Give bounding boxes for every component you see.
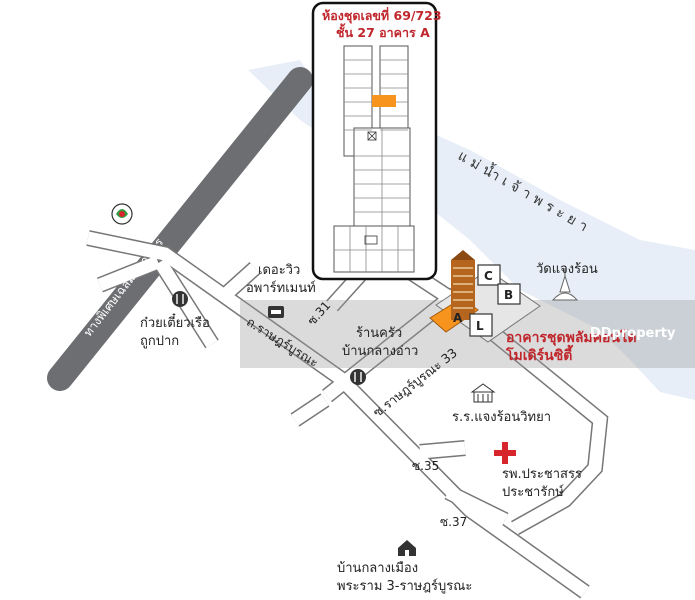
the-view-label-2: อพาร์ทเมนท์ <box>246 281 316 296</box>
condo-label-2: โมเดิร์นซิตี้ <box>506 348 573 364</box>
temple-icon <box>551 268 579 301</box>
hospital-label-2: ประชารักษ์ <box>502 485 564 500</box>
temple-label: วัดแจงร้อน <box>536 262 598 277</box>
building-l-label: L <box>476 319 484 333</box>
kitchen-label-2: บ้านกลางอ่าว <box>342 344 419 359</box>
village-label-1: บ้านกลางเมือง <box>337 561 419 576</box>
kitchen-label-1: ร้านครัว <box>356 326 403 341</box>
hospital-label-1: รพ.ประชาสรร <box>502 467 582 482</box>
floorplan-title-line2: ชั้น 27 อาคาร A <box>336 25 430 40</box>
building-a-label: A <box>453 311 463 325</box>
apartment-icon <box>268 306 284 318</box>
restaurant-icon-2 <box>350 369 366 385</box>
soi35-label: ซ.35 <box>412 459 440 473</box>
condo-buildings: C B L A <box>429 250 541 343</box>
school-icon <box>470 383 496 403</box>
highlight-unit-69-723 <box>372 95 396 107</box>
school-label: ร.ร.แจงร้อนวิทยา <box>452 410 552 425</box>
condo-label-1: อาคารชุดพลัมคอนโด <box>506 330 637 346</box>
gas-station-icon <box>111 203 133 225</box>
village-label-2: พระราม 3-ราษฎร์บูรณะ <box>337 579 473 594</box>
watermark-text: DDproperty <box>590 326 676 341</box>
building-c-label: C <box>484 269 493 283</box>
restaurant-icon <box>172 291 188 307</box>
floorplan-title-line1: ห้องชุดเลขที่ 69/723 <box>322 8 442 23</box>
home-icon <box>398 540 416 556</box>
noodle-label-1: ก๋วยเตี๋ยวเรือ <box>140 316 210 331</box>
road-network <box>86 230 609 599</box>
building-b-label: B <box>504 288 513 302</box>
the-view-label-1: เดอะวิว <box>258 263 301 278</box>
noodle-label-2: ถูกปาก <box>140 334 180 349</box>
soi37-label: ซ.37 <box>440 515 468 529</box>
floorplan-box <box>311 1 438 281</box>
hospital-icon <box>494 442 516 464</box>
expressway-line <box>47 67 313 391</box>
